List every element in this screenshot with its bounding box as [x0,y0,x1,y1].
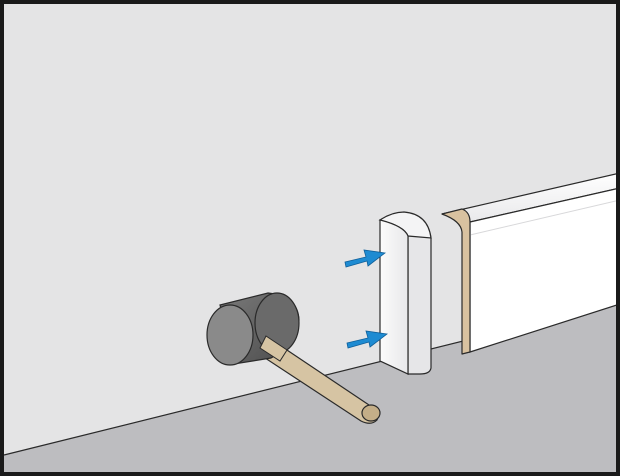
mallet-handle-end [361,404,381,422]
rubber-mallet-icon [206,292,381,424]
mallet-face [206,304,254,366]
skirting-board-cut-end [441,208,471,355]
end-cap-side [407,221,432,375]
end-cap-icon [378,211,432,375]
skirting-board-icon [441,172,620,355]
end-cap-face [379,219,409,375]
skirting-board-bevel [469,199,620,236]
push-arrow-icon [344,249,389,349]
push-arrow-upper [344,249,387,268]
mallet-handle-neck [259,335,288,362]
push-arrow-lower [346,330,389,349]
